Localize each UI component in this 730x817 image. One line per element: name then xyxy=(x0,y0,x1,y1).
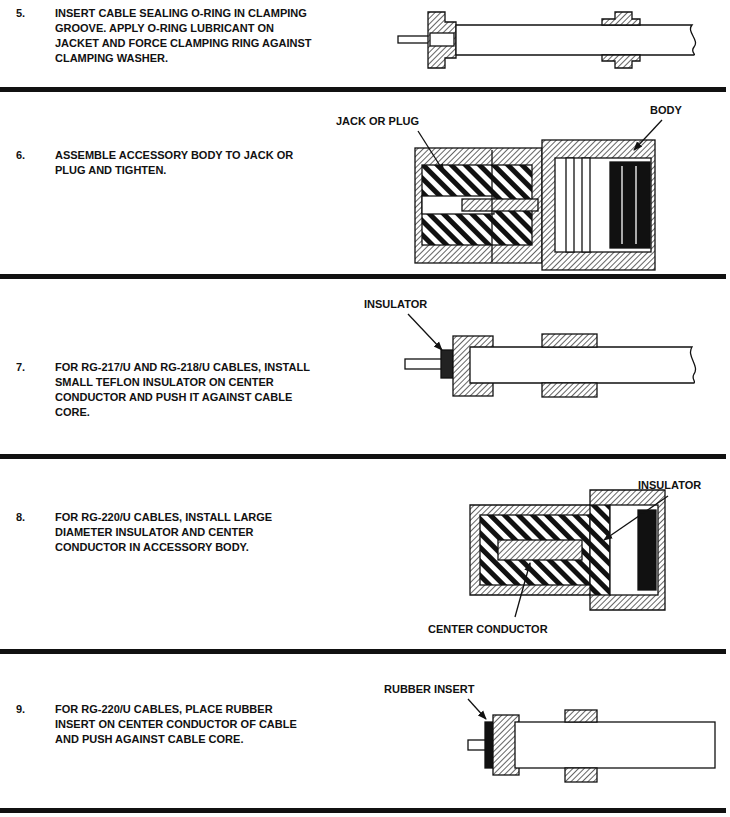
part-label: INSULATOR xyxy=(364,297,427,312)
leader-line xyxy=(515,496,668,617)
cable-clamp-figure xyxy=(398,12,696,68)
rubber-insert-figure xyxy=(468,710,715,782)
leader-line xyxy=(408,314,442,350)
step-text: INSERT CABLE SEALING O-RING IN CLAMPING … xyxy=(55,6,313,66)
part-label: JACK OR PLUG xyxy=(336,114,419,129)
part-label: RUBBER INSERT xyxy=(384,682,474,697)
leader-line xyxy=(418,120,662,172)
step-number: 6. xyxy=(16,148,46,163)
step-number: 5. xyxy=(16,6,46,21)
step-number: 9. xyxy=(16,702,46,717)
separator-rule xyxy=(0,87,726,813)
small-insulator-figure xyxy=(405,334,696,397)
leader-line xyxy=(468,699,486,719)
step-text: FOR RG-220/U CABLES, PLACE RUBBER INSERT… xyxy=(55,702,313,747)
step-number: 7. xyxy=(16,360,46,375)
step-text: FOR RG-220/U CABLES, INSTALL LARGE DIAME… xyxy=(55,510,313,555)
step-text: ASSEMBLE ACCESSORY BODY TO JACK OR PLUG … xyxy=(55,148,313,178)
part-label: BODY xyxy=(650,103,682,118)
jack-and-body-figure xyxy=(415,140,655,270)
large-insulator-figure xyxy=(470,490,665,610)
step-number: 8. xyxy=(16,510,46,525)
part-label: CENTER CONDUCTOR xyxy=(428,622,548,637)
step-text: FOR RG-217/U AND RG-218/U CABLES, INSTAL… xyxy=(55,360,313,420)
part-label: INSULATOR xyxy=(638,478,701,493)
